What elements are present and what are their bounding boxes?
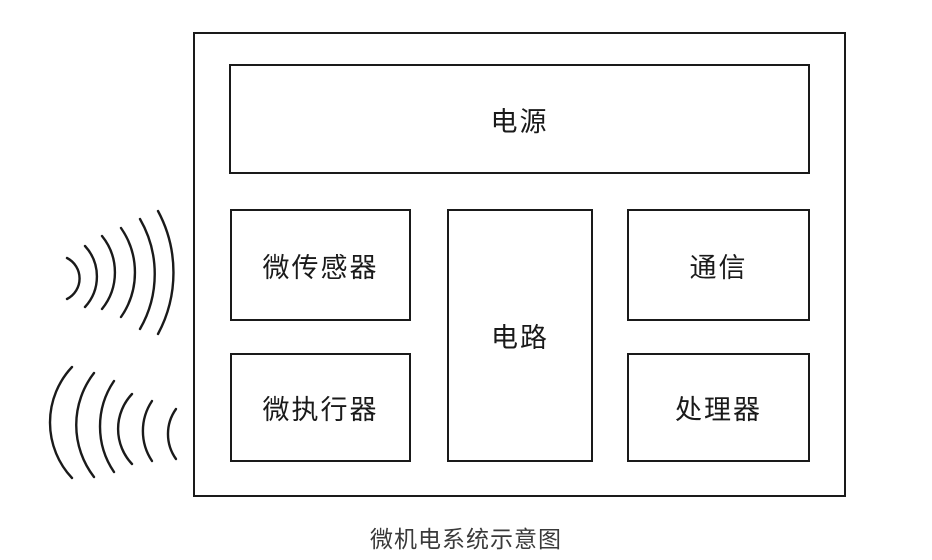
diagram-caption: 微机电系统示意图 bbox=[370, 526, 562, 552]
outgoing-signal-waves-icon bbox=[48, 365, 178, 480]
block-processor-label: 处理器 bbox=[675, 395, 762, 425]
block-microsensor: 微传感器 bbox=[230, 209, 411, 321]
block-circuit-label: 电路 bbox=[491, 323, 549, 353]
block-microsensor-label: 微传感器 bbox=[262, 252, 379, 283]
block-circuit: 电路 bbox=[447, 209, 593, 462]
block-communication: 通信 bbox=[627, 209, 810, 321]
block-processor: 处理器 bbox=[627, 353, 810, 462]
block-power-label: 电源 bbox=[490, 106, 549, 137]
block-communication-label: 通信 bbox=[689, 252, 748, 283]
block-microactuator: 微执行器 bbox=[230, 353, 411, 462]
block-power: 电源 bbox=[229, 64, 810, 174]
incoming-signal-waves-icon bbox=[65, 209, 175, 336]
block-microactuator-label: 微执行器 bbox=[262, 395, 379, 425]
